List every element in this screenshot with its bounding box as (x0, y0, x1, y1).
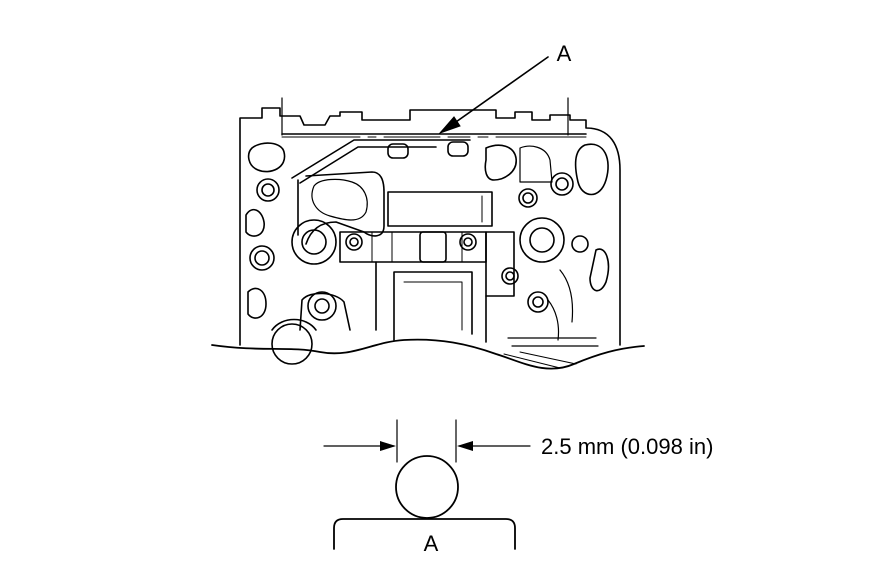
arrowhead-icon (438, 116, 461, 135)
dimension-arrow-right-icon (457, 441, 473, 451)
coolant-passage-left (247, 142, 286, 173)
dimension-label: 2.5 mm (0.098 in) (541, 434, 713, 459)
coolant-passage-right (574, 143, 609, 196)
dimension-arrow-left-icon (380, 441, 396, 451)
cross-bar (387, 191, 493, 227)
callout-label-a-bottom: A (424, 531, 439, 556)
main-slab (339, 231, 487, 263)
gauge-detail (323, 419, 531, 550)
engine-block-illustration (211, 97, 645, 370)
break-line (211, 338, 645, 370)
bore-bosses (271, 217, 565, 365)
bolt-holes (249, 172, 589, 313)
callout-leader-top (438, 56, 549, 135)
gauge-rod-circle (395, 455, 459, 519)
callout-label-a-top: A (557, 41, 572, 66)
block-outline (239, 107, 621, 346)
surface-block (333, 518, 516, 550)
